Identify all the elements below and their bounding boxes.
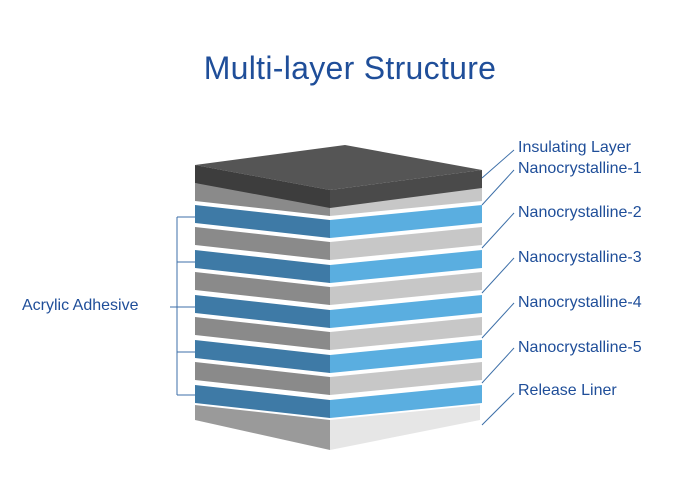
acrylic-adhesive-layer-5 <box>195 340 482 373</box>
acrylic-adhesive-layer-4 <box>195 295 482 328</box>
label-nanocrystalline-3: Nanocrystalline-3 <box>518 249 642 266</box>
label-nanocrystalline-5: Nanocrystalline-5 <box>518 339 642 356</box>
acrylic-adhesive-layer-3 <box>195 250 482 283</box>
leader-line-insulating <box>481 149 515 179</box>
adhesive-bracket <box>170 216 195 396</box>
label-acrylic-adhesive: Acrylic Adhesive <box>22 297 139 314</box>
leader-line-nano-4 <box>481 302 515 339</box>
nanocrystalline-4-layer <box>195 317 482 350</box>
label-release-liner: Release Liner <box>518 382 617 399</box>
leader-line-nano-5 <box>481 347 515 384</box>
leader-line-nano-3 <box>481 257 515 294</box>
label-insulating-layer: Insulating Layer <box>518 139 631 156</box>
acrylic-adhesive-layer-6 <box>195 385 482 418</box>
leader-line-nano-2 <box>481 212 515 249</box>
nanocrystalline-3-layer <box>195 272 482 305</box>
label-nanocrystalline-1: Nanocrystalline-1 <box>518 160 642 177</box>
nanocrystalline-5-layer <box>195 362 482 395</box>
label-nanocrystalline-4: Nanocrystalline-4 <box>518 294 642 311</box>
page-title: Multi-layer Structure <box>203 50 497 86</box>
leader-line-nano-1 <box>481 169 515 206</box>
acrylic-adhesive-layer-2 <box>195 205 482 238</box>
label-nanocrystalline-2: Nanocrystalline-2 <box>518 204 642 221</box>
release-liner-layer <box>195 405 480 450</box>
insulating-layer <box>195 145 482 208</box>
nanocrystalline-2-layer <box>195 227 482 260</box>
leader-line-release-liner <box>481 392 515 426</box>
